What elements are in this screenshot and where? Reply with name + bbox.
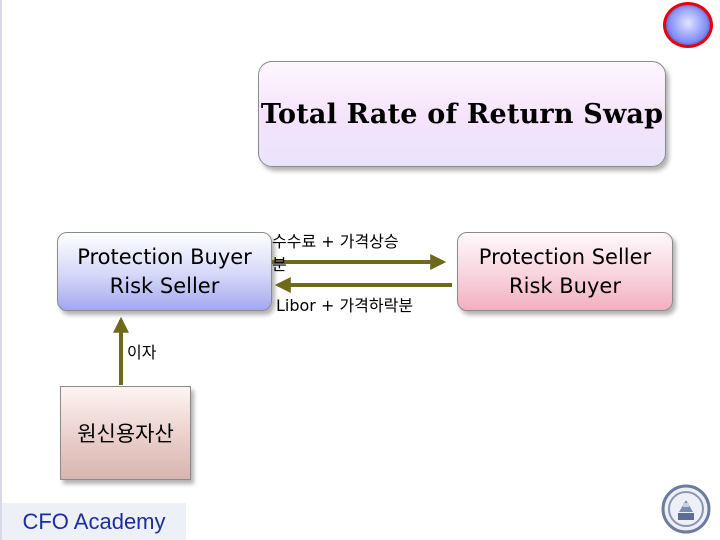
protection-seller-box: Protection Seller Risk Buyer (457, 232, 673, 311)
diagram-title: Total Rate of Return Swap (260, 98, 664, 130)
university-emblem-icon (661, 484, 711, 534)
footer-brand-text: CFO Academy (22, 508, 166, 534)
left-edge-rule (0, 0, 2, 540)
seller-line-2: Risk Buyer (509, 273, 621, 298)
footer-brand: CFO Academy (2, 503, 186, 540)
buyer-line-2: Risk Seller (109, 273, 220, 298)
asset-label: 원신용자산 (77, 422, 174, 446)
libor-flow-label: Libor + 가격하락분 (276, 296, 414, 315)
fee-flow-label: 수수료 + 가격상승 분 (272, 230, 399, 276)
buyer-line-1: Protection Buyer (77, 244, 252, 269)
title-box: Total Rate of Return Swap (258, 61, 666, 167)
protection-buyer-box: Protection Buyer Risk Seller (57, 232, 272, 311)
seller-line-1: Protection Seller (478, 244, 652, 269)
fee-flow-label-line-1: 수수료 + 가격상승 (272, 232, 399, 251)
fee-flow-label-line-2: 분 (272, 255, 287, 274)
interest-flow-label: 이자 (127, 343, 157, 362)
underlying-asset-box: 원신용자산 (60, 386, 191, 480)
corner-circle-icon[interactable] (663, 2, 713, 48)
